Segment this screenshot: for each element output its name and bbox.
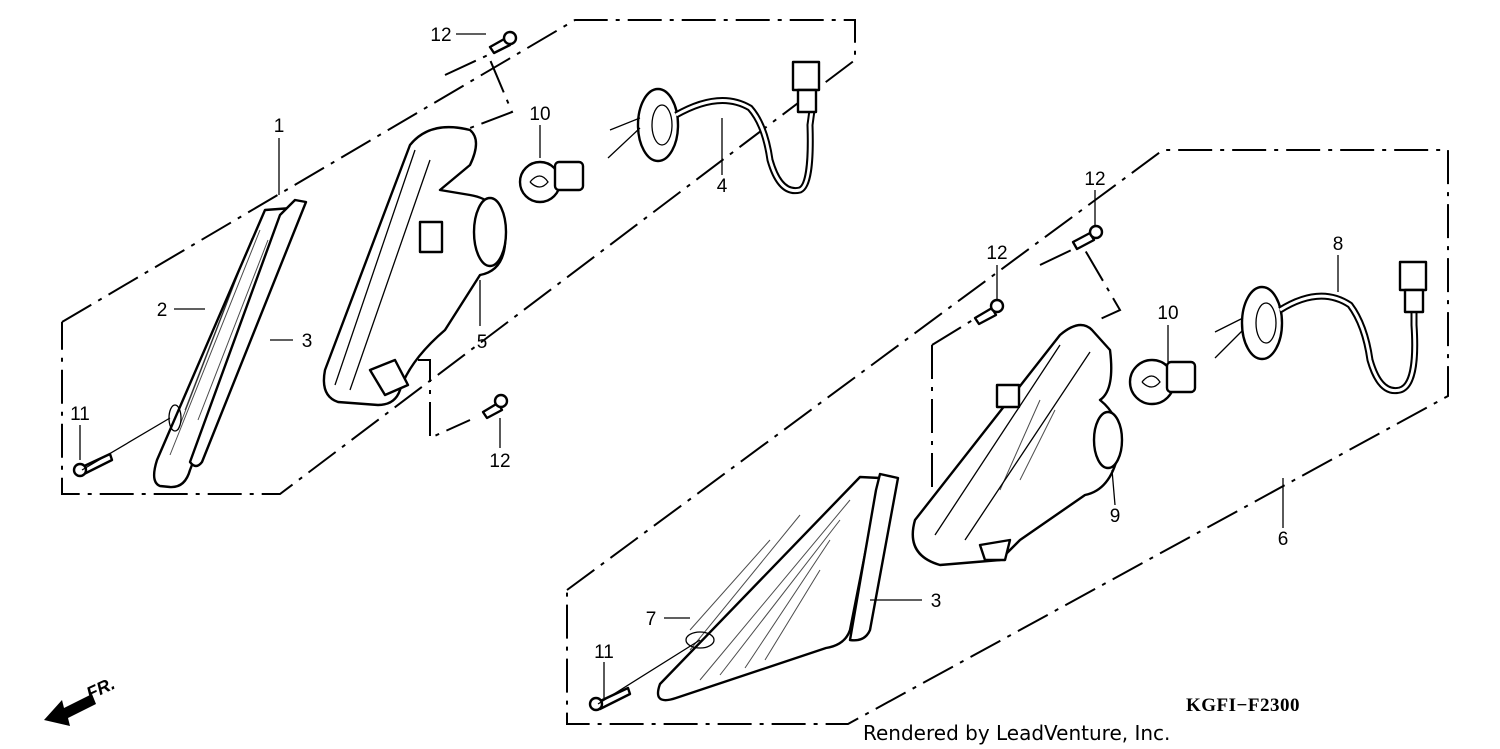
callout-11-right: 11 — [594, 642, 614, 663]
callout-10-left: 10 — [529, 104, 550, 125]
right-screw-part-12-b — [1071, 224, 1104, 251]
callout-1: 1 — [274, 116, 285, 137]
right-screw-part-11 — [588, 686, 632, 712]
right-screw-part-12-a — [973, 298, 1005, 326]
right-bulb-part-10 — [1128, 358, 1197, 406]
callout-11-left: 11 — [70, 404, 90, 425]
top-screw-part-12 — [488, 30, 518, 55]
callout-5: 5 — [477, 332, 488, 353]
diagram-code: KGFI−F2300 — [1186, 695, 1300, 716]
callout-12-left-bottom: 12 — [489, 451, 510, 472]
callout-7: 7 — [646, 609, 657, 630]
right-lens-part-7 — [656, 475, 882, 702]
right-assembly-outline — [566, 149, 1449, 725]
callout-4: 4 — [717, 176, 728, 197]
left-assembly-outline — [61, 19, 856, 495]
callout-12-top: 12 — [430, 25, 451, 46]
callout-10-right: 10 — [1157, 303, 1178, 324]
callout-12-right-b: 12 — [1084, 169, 1105, 190]
right-housing-part-9 — [911, 323, 1124, 567]
callout-12-right-a: 12 — [986, 243, 1007, 264]
callout-9: 9 — [1110, 506, 1121, 527]
right-socket-harness-part-8 — [1214, 260, 1428, 395]
left-lower-bracket — [418, 359, 471, 440]
front-arrow-icon — [44, 694, 96, 726]
left-bottom-screw-part-12 — [481, 393, 509, 420]
right-bracket-outline — [1039, 243, 1122, 321]
left-bracket-outline — [444, 53, 514, 129]
callout-6: 6 — [1278, 529, 1289, 550]
left-housing-part-5 — [322, 126, 508, 407]
right-lower-bracket — [931, 317, 977, 346]
left-gasket-part-3 — [188, 198, 308, 468]
right-winker-assembly — [566, 149, 1449, 725]
render-credit: Rendered by LeadVenture, Inc. — [863, 721, 1170, 745]
callout-2: 2 — [157, 300, 168, 321]
callout-3-left: 3 — [302, 331, 313, 352]
front-direction-arrow: FR. — [44, 673, 118, 726]
left-socket-harness-part-4 — [607, 60, 821, 195]
callout-3-right: 3 — [931, 591, 942, 612]
left-winker-assembly — [61, 19, 856, 495]
left-bulb-part-10 — [518, 160, 585, 204]
right-gasket-part-3 — [848, 472, 900, 642]
callout-8: 8 — [1333, 234, 1344, 255]
